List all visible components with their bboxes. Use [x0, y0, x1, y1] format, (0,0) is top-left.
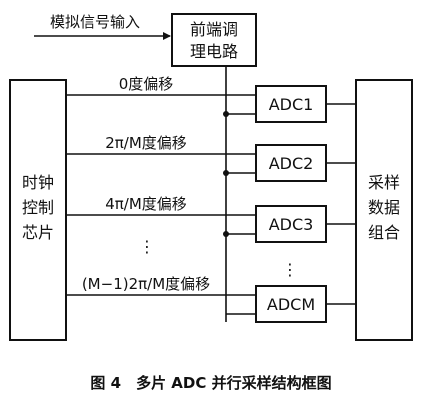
adc-box-1 [255, 85, 327, 123]
input-label: 模拟信号输入 [50, 13, 140, 31]
frontend-circuit-box [171, 13, 257, 67]
clock-line2: 控制 [22, 198, 54, 217]
adc-box-2 [255, 144, 327, 182]
ellipsis-offsets: ⋮ [139, 237, 155, 256]
clock-control-chip-box [9, 79, 67, 341]
combine-line1: 采样 [368, 173, 400, 192]
adc-box-3 [255, 205, 327, 243]
frontend-line1: 前端调 [190, 20, 238, 39]
clock-line1: 时钟 [22, 173, 54, 192]
ellipsis-adcs: ⋮ [282, 260, 298, 279]
offset-label-3: 4π/M度偏移 [105, 195, 187, 213]
adc-label-2: ADC2 [269, 154, 314, 173]
combine-line3: 组合 [368, 223, 400, 242]
adc-box-4 [255, 285, 327, 323]
combine-line2: 数据 [368, 198, 400, 217]
adc-rows: ADC1 0度偏移 ADC2 2π/M度偏移 ADC3 4π/M度偏移 ADCM (M−1)2… [66, 75, 356, 323]
offset-label-4: (M−1)2π/M度偏移 [82, 275, 210, 293]
data-combine-box [355, 79, 413, 341]
adc-label-3: ADC3 [269, 215, 314, 234]
adc-label-1: ADC1 [269, 95, 314, 114]
adc-label-4: ADCM [267, 295, 315, 314]
adc-row-3: ADC3 4π/M度偏移 [66, 195, 356, 243]
offset-label-1: 0度偏移 [119, 75, 174, 93]
offset-label-2: 2π/M度偏移 [105, 134, 187, 152]
adc-row-4: ADCM (M−1)2π/M度偏移 [66, 275, 356, 323]
adc-row-1: ADC1 0度偏移 [66, 75, 356, 123]
bus-taps [226, 113, 256, 315]
adc-row-2: ADC2 2π/M度偏移 [66, 134, 356, 182]
clock-line3: 芯片 [22, 223, 54, 242]
figure-caption: 图 4 多片 ADC 并行采样结构框图 [90, 374, 331, 392]
frontend-line2: 理电路 [190, 42, 238, 61]
